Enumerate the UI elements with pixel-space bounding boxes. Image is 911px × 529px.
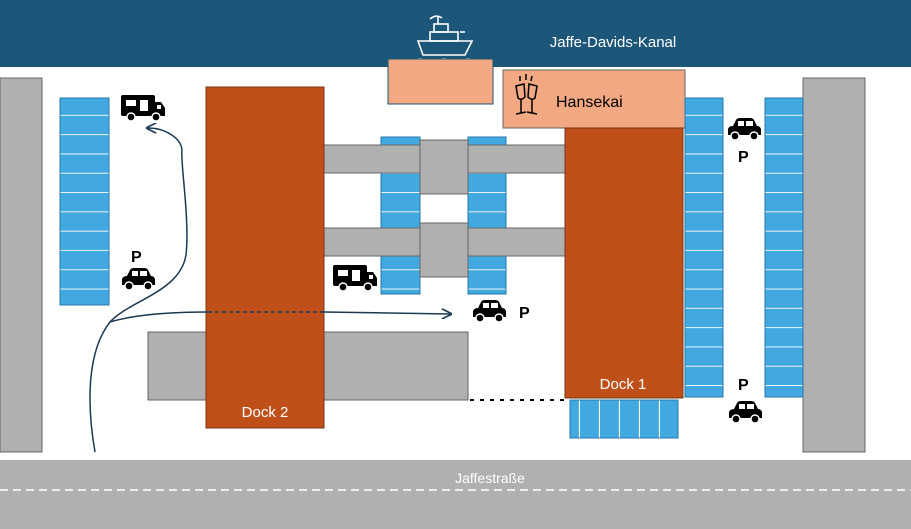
parking-strip-left — [59, 97, 110, 306]
car-icon — [472, 299, 507, 323]
dock-1-label: Dock 1 — [600, 376, 647, 393]
dock-2 — [205, 86, 325, 429]
camper-van-icon — [332, 264, 378, 292]
parking-strip-bottom — [569, 399, 679, 439]
car-icon — [728, 400, 763, 424]
route-to-center-parking — [323, 312, 450, 314]
canal — [0, 0, 911, 67]
stair-block-lower — [419, 222, 469, 278]
route-to-dock-parking — [109, 311, 209, 323]
champagne-glasses-icon — [515, 74, 538, 115]
dock-2-label: Dock 2 — [242, 404, 289, 421]
parking-strip-dock1-side — [684, 97, 724, 398]
parking-sign: P — [131, 249, 142, 266]
street-label: Jaffestraße — [455, 470, 525, 486]
parking-sign: P — [519, 305, 530, 322]
stair-block-upper — [419, 139, 469, 195]
car-icon — [121, 267, 156, 291]
parking-sign: P — [738, 149, 749, 166]
camper-van-icon — [120, 94, 166, 122]
right-building — [802, 77, 866, 453]
parking-strip-right — [764, 97, 804, 398]
dock-1 — [564, 127, 684, 399]
street — [0, 460, 911, 529]
canal-label: Jaffe-Davids-Kanal — [550, 34, 676, 51]
left-building — [0, 77, 43, 453]
route-to-camper-parking — [89, 128, 188, 453]
parking-sign: P — [738, 377, 749, 394]
hansekai-label: Hansekai — [556, 94, 623, 111]
terminal-building — [387, 58, 494, 105]
car-icon — [727, 117, 762, 141]
